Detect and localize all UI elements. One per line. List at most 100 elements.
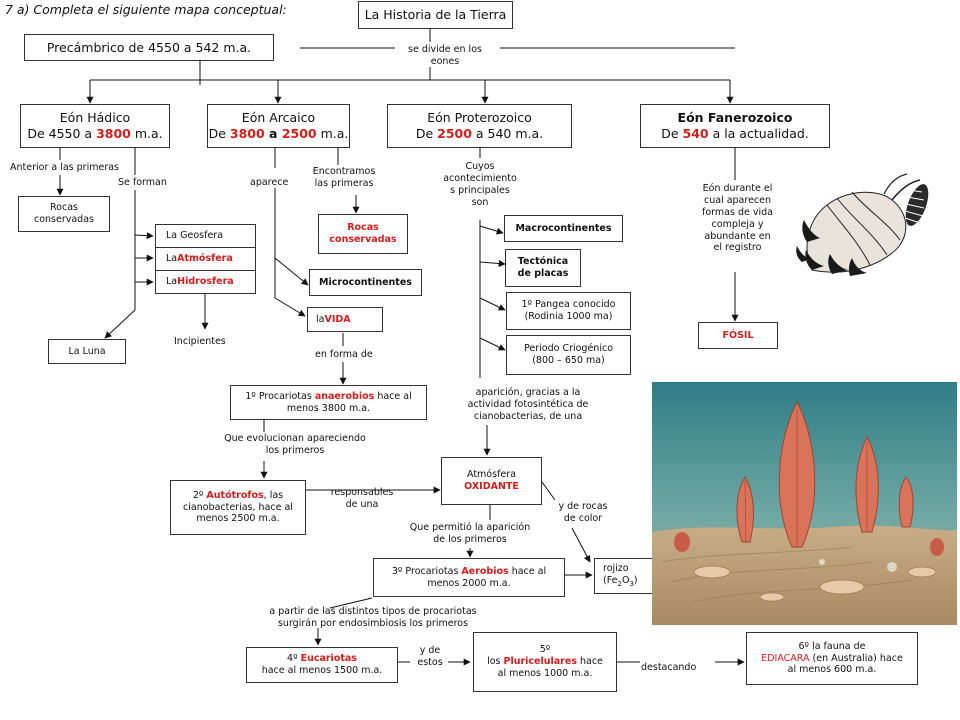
hidrosfera-node: La Hidrosfera — [155, 270, 256, 294]
criogenico-line2: (800 – 650 ma) — [532, 355, 605, 366]
autotrofos-line2: cianobacterias, hace al — [183, 501, 293, 513]
eon-fanerozoico-range: De 540 a la actualidad. — [661, 126, 809, 141]
pluricelulares-line1: 5º — [539, 644, 551, 656]
fanerozoico-desc-line6: el registro — [713, 242, 762, 254]
oxidante-line2: OXIDANTE — [464, 481, 519, 492]
aerobios-node: 3º Procariotas Aerobios hace al menos 20… — [373, 558, 565, 597]
permitio-label: Que permitió la aparición de los primero… — [400, 522, 540, 546]
endosimbiosis-line2: surgirán por endosimbiosis los primeros — [277, 617, 469, 629]
anaerobios-line1: 1º Procariotas anaerobios hace al — [245, 390, 412, 402]
geosfera-node: La Geosfera — [155, 224, 256, 248]
responsables-line1: responsables — [330, 487, 394, 498]
tectonica-node: Tectónica de placas — [505, 249, 581, 287]
rojizo-line1: rojizo — [603, 563, 629, 575]
pangea-line2: (Rodinia 1000 ma) — [524, 311, 613, 322]
eon-fanerozoico-name: Eón Fanerozoico — [677, 110, 793, 126]
eon-arcaico-name: Eón Arcaico — [241, 110, 316, 126]
atmosfera-node: La Atmósfera — [155, 247, 256, 271]
root-link-label: se divide en los eones — [395, 44, 495, 68]
endosimbiosis-line1: a partir de las distintos tipos de proca… — [269, 606, 477, 617]
cuyos-line1: Cuyos — [465, 161, 495, 172]
anaerobios-line2: menos 3800 m.a. — [286, 402, 371, 414]
eon-fanerozoico-node: Eón Fanerozoico De 540 a la actualidad. — [640, 104, 830, 148]
atmosfera-oxidante-node: Atmósfera OXIDANTE — [441, 457, 542, 505]
fanerozoico-desc: Eón durante el cual aparecen formas de v… — [695, 183, 780, 254]
oxidante-line1: Atmósfera — [467, 469, 516, 481]
rocas-conservadas-arcaico: Rocas conservadas — [318, 214, 408, 254]
rocas-color-label: y de rocas de color — [548, 501, 618, 525]
vida-node: la VIDA — [307, 307, 383, 332]
rocas-color-line2: de color — [563, 512, 603, 524]
encontramos-line2: las primeras — [314, 177, 374, 189]
y-estos-label: y de estos — [410, 645, 450, 669]
eon-proterozoico-name: Eón Proterozoico — [427, 110, 532, 126]
pluricelulares-line3: al menos 1000 m.a. — [497, 667, 593, 679]
aparicion-label: aparición, gracias a la actividad fotosi… — [458, 387, 598, 423]
root-link-line1: se divide en los — [408, 44, 482, 55]
root-link-line2: eones — [430, 55, 460, 67]
cuyos-line3: s principales — [450, 184, 510, 196]
precambrico-node: Precámbrico de 4550 a 542 m.a. — [24, 34, 274, 61]
evolucionan-line1: Que evolucionan apareciendo — [224, 433, 366, 444]
eon-arcaico-range: De 3800 a 2500 m.a. — [208, 126, 349, 141]
eon-proterozoico-range: De 2500 a 540 m.a. — [415, 126, 544, 141]
criogenico-line1: Periodo Criogénico — [523, 343, 614, 355]
responsables-line2: de una — [345, 498, 379, 510]
permitio-line2: de los primeros — [433, 533, 507, 545]
pangea-line1: 1º Pangea conocido — [521, 299, 616, 311]
rocas-hadico-line2: conservadas — [33, 214, 94, 225]
encontramos-line1: Encontramos — [312, 166, 376, 177]
pluricelulares-node: 5º los Pluricelulares hace al menos 1000… — [473, 632, 617, 692]
rocas-conservadas-hadico: Rocas conservadas — [18, 196, 110, 232]
rocas-hadico-line1: Rocas — [50, 202, 78, 214]
aparece-label: aparece — [250, 177, 289, 188]
ediacara-line1: 6º la fauna de — [798, 640, 866, 652]
autotrofos-line1: 2º Autótrofos, las — [192, 489, 284, 501]
aerobios-line1: 3º Procariotas Aerobios hace al — [391, 565, 547, 577]
pangea-node: 1º Pangea conocido (Rodinia 1000 ma) — [506, 292, 631, 330]
destacando-label: destacando — [641, 662, 697, 673]
pluricelulares-line2: los Pluricelulares hace — [487, 656, 603, 668]
incipientes-label: Incipientes — [174, 336, 226, 347]
aparicion-line1: aparición, gracias a la — [475, 387, 581, 398]
fanerozoico-desc-line1: Eón durante el — [702, 183, 773, 194]
ediacara-line2: EDIACARA (en Australia) hace — [761, 652, 903, 664]
permitio-line1: Que permitió la aparición — [409, 522, 531, 533]
fanerozoico-desc-line2: cual aparecen — [703, 194, 772, 206]
fanerozoico-desc-line5: abundante en — [704, 230, 771, 242]
eon-proterozoico-node: Eón Proterozoico De 2500 a 540 m.a. — [387, 104, 572, 148]
encontramos-label: Encontramos las primeras — [308, 166, 380, 190]
eon-hadico-range: De 4550 a 3800 m.a. — [27, 126, 163, 141]
fossil-illustration — [796, 173, 929, 276]
cuyos-label: Cuyos acontecimiento s principales son — [440, 161, 520, 209]
rojizo-line2: (Fe2O3) — [603, 575, 638, 588]
responsables-label: responsables de una — [326, 487, 398, 511]
evolucionan-line2: los primeros — [265, 444, 325, 456]
ediacara-line3: al menos 600 m.a. — [787, 664, 877, 676]
macrocontinentes-node: Macrocontinentes — [504, 215, 623, 242]
eucariotas-line1: 4º Eucariotas — [287, 653, 357, 665]
se-forman-label: Se forman — [118, 177, 167, 188]
fosil-node: FÓSIL — [698, 322, 778, 349]
anterior-label: Anterior a las primeras — [10, 162, 119, 173]
ediacara-scene-illustration — [652, 382, 957, 625]
exercise-title: 7 a) Completa el siguiente mapa conceptu… — [5, 2, 287, 17]
y-estos-line2: estos — [417, 656, 443, 668]
microcontinentes-node: Microcontinentes — [309, 269, 422, 296]
fanerozoico-desc-line3: formas de vida — [702, 206, 773, 218]
procariotas-anaerobios-node: 1º Procariotas anaerobios hace al menos … — [230, 385, 427, 420]
autotrofos-line3: menos 2500 m.a. — [196, 513, 280, 525]
eucariotas-line2: hace al menos 1500 m.a. — [261, 665, 383, 676]
ediacara-node: 6º la fauna de EDIACARA (en Australia) h… — [746, 632, 918, 685]
luna-node: La Luna — [48, 339, 126, 364]
evolucionan-label: Que evolucionan apareciendo los primeros — [205, 433, 385, 457]
rocas-color-line1: y de rocas — [558, 501, 608, 512]
eucariotas-node: 4º Eucariotas hace al menos 1500 m.a. — [246, 647, 398, 683]
eon-hadico-name: Eón Hádico — [59, 110, 131, 126]
endosimbiosis-label: a partir de las distintos tipos de proca… — [248, 606, 498, 630]
en-forma-label: en forma de — [315, 349, 373, 360]
rojizo-node: rojizo (Fe2O3) — [594, 558, 660, 594]
cuyos-line2: acontecimiento — [443, 172, 517, 184]
